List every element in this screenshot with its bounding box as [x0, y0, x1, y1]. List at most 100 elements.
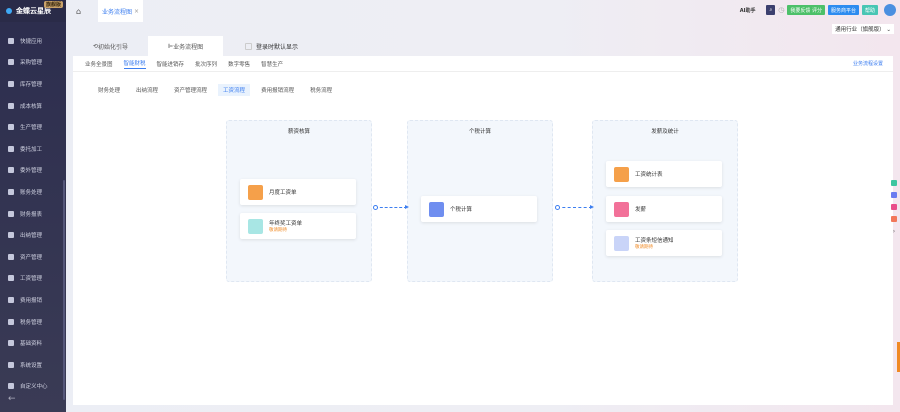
column-title: 个税计算 — [468, 129, 491, 135]
avatar[interactable] — [884, 4, 896, 16]
sidebar-item[interactable]: 工资管理 — [0, 268, 66, 290]
tab-label: 业务流程图 — [173, 43, 204, 51]
flow-card[interactable]: 发薪 — [606, 196, 722, 222]
history-icon[interactable]: ◷ — [778, 6, 785, 14]
sidebar-item[interactable]: 成本核算 — [0, 95, 66, 117]
subtab[interactable]: 智能财税 — [123, 60, 146, 69]
ai-assistant-button[interactable]: AI助手 — [739, 7, 756, 14]
sidebar-item[interactable]: 资产管理 — [0, 246, 66, 268]
subtab[interactable]: 批次序列 — [195, 61, 218, 68]
sidebar-item-label: 生产管理 — [20, 125, 43, 132]
subtab[interactable]: 数字零售 — [228, 61, 251, 68]
side-handle[interactable] — [897, 342, 900, 372]
expense-icon — [8, 296, 14, 303]
sidebar-item-label: 出纳管理 — [20, 233, 43, 240]
tab-label: 初始化引导 — [98, 43, 129, 51]
sidebar-item[interactable]: 费用报销 — [0, 289, 66, 311]
column-title: 发薪及统计 — [651, 129, 679, 135]
custom-icon — [8, 383, 14, 390]
flow-arrow — [373, 205, 409, 210]
checkbox-icon — [245, 42, 252, 50]
flow-tab[interactable]: 工资流程 — [218, 84, 251, 96]
sidebar-item-label: 费用报销 — [20, 297, 43, 304]
sidebar-item-label: 资产管理 — [20, 254, 43, 261]
floating-toolbar: › — [890, 180, 898, 235]
report-icon — [8, 210, 14, 217]
search-icon[interactable]: ⌕ — [766, 5, 776, 15]
sidebar-item[interactable]: 财务报表 — [0, 203, 66, 225]
service-platform-button[interactable]: 服务商平台 — [827, 5, 859, 15]
sidebar-item[interactable]: 税务管理 — [0, 311, 66, 333]
sidebar-item-label: 系统设置 — [20, 362, 43, 369]
card-icon — [614, 166, 629, 182]
flow-column: 发薪及统计工资统计表发薪工资条短信通知敬请期待 — [592, 120, 738, 282]
sidebar-item[interactable]: 库存管理 — [0, 73, 66, 95]
close-icon[interactable]: × — [134, 7, 140, 15]
edition-badge: 旗舰版 — [43, 1, 63, 8]
card-label: 月度工资单 — [269, 190, 297, 196]
sidebar-item[interactable]: 基础资料 — [0, 332, 66, 354]
flow-column: 个税计算个税计算 — [407, 120, 553, 282]
sidebar-item-label: 财务报表 — [20, 211, 43, 218]
card-label: 工资统计表 — [635, 172, 663, 178]
flow-column: 薪资核算月度工资单年终奖工资单敬请期待 — [226, 120, 372, 282]
default-show-checkbox[interactable]: 登录时默认显示 — [245, 36, 298, 56]
notice-icon[interactable] — [891, 216, 897, 222]
sidebar-item[interactable]: 自定义中心 — [0, 376, 66, 398]
help-button[interactable]: 帮助 — [861, 5, 878, 15]
sidebar-item[interactable]: 采购管理 — [0, 52, 66, 74]
topbar: ⌂ 业务流程图× — [66, 0, 900, 22]
flow-card[interactable]: 工资条短信通知敬请期待 — [606, 230, 722, 256]
sidebar-item-label: 成本核算 — [20, 103, 43, 110]
flow-card[interactable]: 工资统计表 — [606, 161, 722, 187]
cart-icon — [8, 59, 14, 66]
sidebar-item-label: 委托加工 — [20, 146, 43, 153]
settings-icon — [8, 361, 14, 368]
flow-tab[interactable]: 出纳流程 — [136, 88, 159, 94]
subtab[interactable]: 智能进销存 — [156, 61, 185, 68]
flow-card[interactable]: 年终奖工资单敬请期待 — [240, 213, 356, 239]
column-title: 薪资核算 — [287, 129, 310, 135]
sidebar-item[interactable]: 委托加工 — [0, 138, 66, 160]
flow-arrow — [555, 205, 594, 210]
flow-tab[interactable]: 资产管理流程 — [174, 88, 208, 94]
sidebar-item[interactable]: 系统设置 — [0, 354, 66, 376]
tab-init-guide[interactable]: ⟲ 初始化引导 — [73, 36, 148, 56]
chevron-down-icon: ⌄ — [886, 27, 891, 33]
logo: 金蝶云星辰旗舰版 — [0, 0, 66, 22]
flow-tab[interactable]: 税务流程 — [310, 88, 333, 94]
open-tab[interactable]: 业务流程图× — [98, 0, 144, 22]
gift-icon[interactable] — [891, 204, 897, 210]
collapse-arrow-icon[interactable]: ← — [8, 394, 16, 404]
ledger-icon — [8, 188, 14, 195]
chat-icon[interactable] — [891, 180, 897, 186]
flow-card[interactable]: 个税计算 — [421, 196, 537, 222]
flow-tab[interactable]: 财务处理 — [98, 88, 121, 94]
sidebar-item[interactable]: 生产管理 — [0, 116, 66, 138]
tools-icon — [8, 145, 14, 152]
message-icon[interactable] — [891, 192, 897, 198]
sidebar-item-label: 采购管理 — [20, 60, 43, 67]
subtab[interactable]: 智慧生产 — [261, 61, 284, 68]
sidebar: 金蝶云星辰旗舰版 快捷应用采购管理库存管理成本核算生产管理委托加工委外管理账务处… — [0, 0, 66, 412]
card-icon — [614, 235, 629, 251]
sidebar-scrollbar[interactable] — [63, 180, 65, 400]
grid-icon — [8, 37, 14, 44]
coming-soon-label: 敬请期待 — [635, 245, 653, 250]
flow-settings-link[interactable]: 业务流程设置 — [852, 61, 883, 67]
subtab[interactable]: 业务全景图 — [85, 61, 113, 68]
guide-icon: ⟲ — [92, 42, 98, 50]
flow-tab[interactable]: 费用报销流程 — [261, 88, 295, 94]
sidebar-item[interactable]: 出纳管理 — [0, 224, 66, 246]
industry-select[interactable]: 通用行业（旗舰版） ⌄ — [832, 24, 894, 34]
sidebar-item[interactable]: 快捷应用 — [0, 30, 66, 52]
sidebar-item[interactable]: 账务处理 — [0, 181, 66, 203]
cash-icon — [8, 232, 14, 239]
feedback-button[interactable]: 我要反馈 评分 — [787, 5, 825, 15]
chevron-right-icon[interactable]: › — [892, 228, 896, 235]
flow-card[interactable]: 月度工资单 — [240, 179, 356, 205]
sidebar-item[interactable]: 委外管理 — [0, 160, 66, 182]
tab-business-flow[interactable]: ⊫ 业务流程图 — [148, 36, 223, 56]
home-icon[interactable]: ⌂ — [76, 6, 82, 16]
industry-value: 通用行业（旗舰版） — [835, 27, 885, 33]
